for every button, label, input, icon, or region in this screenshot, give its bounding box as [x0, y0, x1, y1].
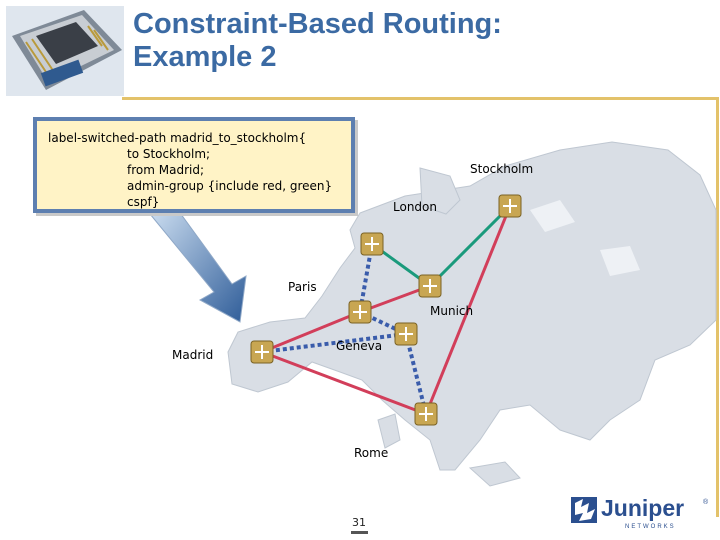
city-label-geneva: Geneva [336, 339, 383, 353]
router-icon-geneva-a [348, 300, 372, 324]
juniper-logo: Juniper NETWORKS ® [571, 495, 709, 530]
router-icon-rome [414, 402, 438, 426]
config-line-4: admin-group {include red, green} [127, 179, 333, 193]
page-number-underline [351, 531, 368, 534]
router-icon-munich [394, 322, 418, 346]
router-icon-london [360, 232, 384, 256]
router-icon-madrid [250, 340, 274, 364]
registered-mark: ® [703, 498, 709, 506]
red-path-links [261, 205, 512, 416]
title-divider [122, 97, 718, 100]
city-label-stockholm: Stockholm [470, 162, 534, 176]
logo-wordmark: Juniper [601, 495, 684, 521]
pointer-arrow [149, 205, 247, 323]
config-line-5: cspf} [127, 195, 160, 209]
chip-image [6, 6, 124, 96]
config-line-3: from Madrid; [127, 163, 204, 177]
config-line-1: label-switched-path madrid_to_stockholm{ [48, 131, 307, 145]
page-title: Constraint-Based Routing: Example 2 [133, 8, 502, 74]
city-label-london: London [393, 200, 437, 214]
router-icon-paris [418, 274, 442, 298]
logo-mark [571, 497, 597, 523]
config-line-2: to Stockholm; [127, 147, 211, 161]
router-icon-stockholm [498, 194, 522, 218]
city-label-munich: Munich [430, 304, 474, 318]
right-divider [716, 97, 719, 517]
page-number: 31 [352, 516, 366, 529]
title-line-2: Example 2 [133, 41, 277, 73]
city-label-paris: Paris [288, 280, 317, 294]
city-label-rome: Rome [354, 446, 389, 460]
title-line-1: Constraint-Based Routing: [133, 8, 502, 40]
logo-subtitle: NETWORKS [625, 524, 676, 530]
city-label-madrid: Madrid [172, 348, 214, 362]
land-shape [227, 141, 717, 487]
lsp-config-box: label-switched-path madrid_to_stockholm{… [33, 117, 355, 213]
